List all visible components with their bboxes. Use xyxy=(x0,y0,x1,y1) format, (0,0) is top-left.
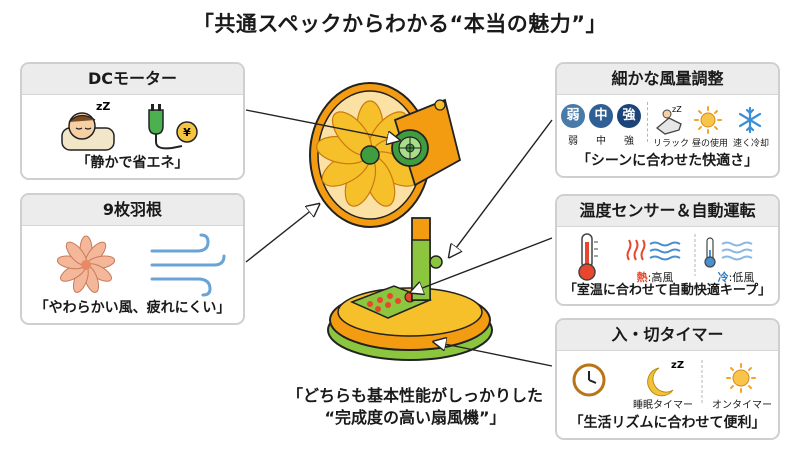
caption-line-2: “完成度の高い扇風機”」 xyxy=(324,408,506,427)
z-text: zZ xyxy=(672,105,682,114)
sleeping-face-icon: zZ xyxy=(61,100,115,151)
cold-thermometer-icon xyxy=(704,237,716,268)
z-text: zZ xyxy=(96,100,110,113)
yen-text: ¥ xyxy=(183,126,191,139)
sun-icon xyxy=(726,363,756,393)
arrow-dc-motor xyxy=(245,109,398,140)
level-medium-badge: 中 xyxy=(589,104,613,128)
card-dc-motor: DCモーター zZ ¥ 「静かで省エネ」 xyxy=(20,62,245,180)
relax-icon: zZ xyxy=(655,105,682,135)
clock-icon xyxy=(572,363,606,397)
card-footer: 「シーンに合わせた快適さ」 xyxy=(576,153,759,169)
card-footer: 「室温に合わせて自動快適キープ」 xyxy=(563,283,772,298)
arrow-blades xyxy=(245,205,318,263)
cold-mode-label: 冷:低風 xyxy=(702,269,770,285)
timer-icons: zZ xyxy=(572,360,756,404)
hot-suffix: :高風 xyxy=(647,271,674,284)
arrow-timer xyxy=(435,342,553,367)
divider xyxy=(647,102,648,142)
scene-cooling-label: 速く冷却 xyxy=(732,139,769,149)
fan-head xyxy=(309,82,462,228)
card-footer: 「生活リズムに合わせて便利」 xyxy=(569,415,766,431)
flower-fan-icon xyxy=(56,235,116,293)
level-weak-label: 弱 xyxy=(568,136,578,147)
control-panel xyxy=(350,285,432,319)
arrow-airflow xyxy=(450,119,553,256)
card-header: DCモーター xyxy=(22,64,243,95)
plug-icon xyxy=(148,104,183,150)
cold-prefix: 冷 xyxy=(717,271,729,284)
sensor-icons xyxy=(578,233,753,281)
cool-wind-icon xyxy=(721,241,753,261)
card-header: 9枚羽根 xyxy=(22,195,243,226)
sleep-timer-label: 睡眠タイマー xyxy=(633,400,693,411)
dc-motor-icons: zZ ¥ xyxy=(61,100,198,151)
snowflake-icon xyxy=(738,106,762,134)
caption-line-1: 「どちらも基本性能がしっかりした xyxy=(286,386,543,405)
level-medium-label: 中 xyxy=(596,136,606,147)
scene-relax-label: リラック xyxy=(652,139,689,149)
level-strong-badge: 強 xyxy=(617,104,641,128)
scene-daytime-label: 昼の使用 xyxy=(691,139,728,149)
card-airflow: 細かな風量調整 弱 中 強 弱 中 強 zZ リラック 昼の使用 xyxy=(555,62,780,178)
wind-icon xyxy=(150,233,226,297)
card-header: 細かな風量調整 xyxy=(557,64,778,95)
pointer-arrows xyxy=(245,109,553,367)
moon-icon: zZ xyxy=(647,360,684,397)
card-header: 入・切タイマー xyxy=(557,320,778,351)
hot-wind-icon xyxy=(649,241,681,261)
card-footer: 「静かで省エネ」 xyxy=(76,155,189,171)
page-title: 「共通スペックからわかる“本当の魅力”」 xyxy=(192,12,608,36)
hot-prefix: 熱 xyxy=(636,271,648,284)
cold-suffix: :低風 xyxy=(728,271,755,284)
sun-icon xyxy=(694,106,722,134)
card-header: 温度センサー＆自動運転 xyxy=(557,196,778,227)
card-timer: 入・切タイマー zZ 睡眠タイマー オンタイマー 「生活リズムに合わせて便利」 xyxy=(555,318,780,440)
coin-icon: ¥ xyxy=(176,121,198,143)
arrow-sensor xyxy=(412,237,553,292)
blades-icons xyxy=(56,233,226,297)
caption: 「どちらも基本性能がしっかりした “完成度の高い扇風機”」 xyxy=(250,385,580,429)
on-timer-label: オンタイマー xyxy=(712,400,772,411)
level-strong-label: 強 xyxy=(624,136,634,147)
level-weak-badge: 弱 xyxy=(561,104,585,128)
hot-mode-label: 熱:高風 xyxy=(621,269,689,285)
fan-base xyxy=(327,287,493,361)
z-text: zZ xyxy=(671,360,684,371)
card-sensor: 温度センサー＆自動運転 xyxy=(555,194,780,306)
heat-waves-icon xyxy=(626,239,646,261)
thermometer-icon xyxy=(578,233,598,281)
card-blades: 9枚羽根 「やわらかい風、疲れにくい」 xyxy=(20,193,245,325)
fan-stem xyxy=(411,217,443,301)
airflow-scene-icons: zZ xyxy=(655,105,762,135)
motor-icon xyxy=(391,129,429,167)
card-footer: 「やわらかい風、疲れにくい」 xyxy=(34,300,231,316)
